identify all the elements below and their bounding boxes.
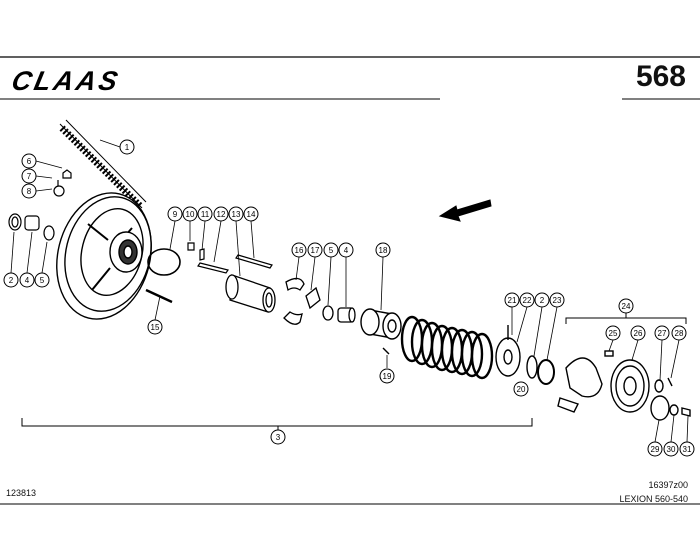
svg-text:6: 6 — [27, 157, 32, 166]
bearing-hub — [360, 308, 402, 355]
keys-and-pins — [187, 242, 273, 274]
svg-text:21: 21 — [508, 296, 517, 305]
pressure-plate — [495, 325, 555, 393]
brand-logo: CLAAS — [8, 66, 124, 96]
callout-4a: 4 — [19, 272, 35, 288]
figure-code: 16397z00 — [648, 480, 688, 490]
callout-14: 14 — [243, 206, 259, 222]
callout-15: 15 — [147, 319, 163, 335]
svg-text:3: 3 — [276, 433, 281, 442]
callout-10: 10 — [182, 206, 198, 222]
svg-text:22: 22 — [523, 296, 532, 305]
pulley-wheel — [56, 192, 152, 320]
callout-9: 9 — [167, 206, 183, 222]
callout-21: 21 — [504, 292, 520, 308]
chain — [59, 119, 147, 209]
callout-24: 24 — [618, 298, 634, 314]
svg-text:12: 12 — [217, 210, 226, 219]
svg-text:5: 5 — [329, 246, 334, 255]
svg-text:8: 8 — [27, 187, 32, 196]
callout-25: 25 — [605, 325, 621, 341]
callout-27: 27 — [654, 325, 670, 341]
svg-text:2: 2 — [9, 276, 14, 285]
callout-20: 20 — [513, 381, 529, 397]
svg-text:5: 5 — [40, 276, 45, 285]
svg-text:7: 7 — [27, 172, 32, 181]
svg-text:28: 28 — [675, 329, 684, 338]
svg-text:24: 24 — [622, 302, 631, 311]
callout-16: 16 — [291, 242, 307, 258]
svg-text:20: 20 — [517, 385, 526, 394]
svg-text:16: 16 — [295, 246, 304, 255]
svg-text:29: 29 — [651, 445, 660, 454]
svg-text:25: 25 — [609, 329, 618, 338]
svg-text:4: 4 — [344, 246, 349, 255]
callout-31: 31 — [679, 441, 695, 457]
callout-3: 3 — [270, 429, 286, 445]
callout-1: 1 — [119, 139, 135, 155]
callouts: 1 6 7 8 2 4 5 15 9 10 11 12 13 14 16 17 … — [3, 139, 695, 457]
svg-text:2: 2 — [540, 296, 545, 305]
callout-12: 12 — [213, 206, 229, 222]
svg-text:18: 18 — [379, 246, 388, 255]
direction-arrow — [438, 199, 492, 222]
compression-spring — [400, 315, 494, 380]
callout-4b: 4 — [338, 242, 354, 258]
callout-22: 22 — [519, 292, 535, 308]
callout-30: 30 — [663, 441, 679, 457]
callout-8: 8 — [21, 183, 37, 199]
callout-5b: 5 — [323, 242, 339, 258]
svg-text:11: 11 — [201, 210, 210, 219]
svg-text:31: 31 — [683, 445, 692, 454]
svg-text:4: 4 — [25, 276, 30, 285]
snap-ring — [145, 248, 181, 304]
parts-left — [8, 169, 72, 241]
callout-17: 17 — [307, 242, 323, 258]
svg-text:17: 17 — [311, 246, 320, 255]
callout-28: 28 — [671, 325, 687, 341]
svg-text:13: 13 — [232, 210, 241, 219]
svg-text:27: 27 — [658, 329, 667, 338]
callout-13: 13 — [228, 206, 244, 222]
svg-text:14: 14 — [247, 210, 256, 219]
model-label: LEXION 560-540 — [619, 494, 688, 504]
callout-2b: 2 — [534, 292, 550, 308]
svg-text:30: 30 — [667, 445, 676, 454]
clutch-drum — [557, 350, 691, 421]
svg-text:23: 23 — [553, 296, 562, 305]
callout-23: 23 — [549, 292, 565, 308]
drawing-number: 123813 — [6, 488, 37, 498]
svg-text:10: 10 — [186, 210, 195, 219]
callout-29: 29 — [647, 441, 663, 457]
page-number: 568 — [635, 60, 686, 93]
callout-6: 6 — [21, 153, 37, 169]
callout-19: 19 — [379, 368, 395, 384]
callout-26: 26 — [630, 325, 646, 341]
svg-text:19: 19 — [383, 372, 392, 381]
svg-text:15: 15 — [151, 323, 160, 332]
svg-text:9: 9 — [173, 210, 178, 219]
callout-7: 7 — [21, 168, 37, 184]
callout-18: 18 — [375, 242, 391, 258]
sleeve — [225, 274, 276, 313]
svg-text:1: 1 — [125, 143, 130, 152]
callout-5a: 5 — [34, 272, 50, 288]
svg-text:26: 26 — [634, 329, 643, 338]
callout-2a: 2 — [3, 272, 19, 288]
callout-11: 11 — [197, 206, 213, 222]
clutch-segments — [283, 277, 356, 325]
